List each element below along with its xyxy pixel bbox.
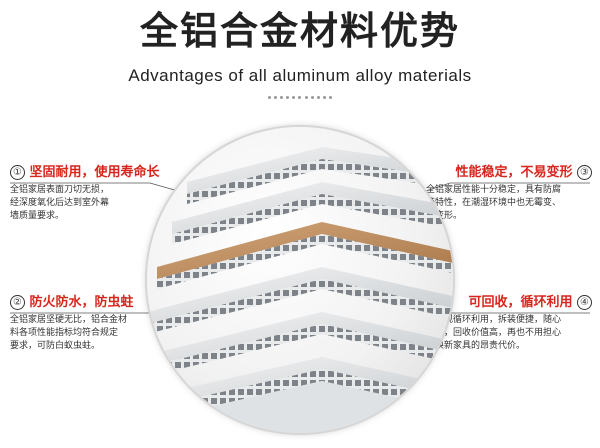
- feature-number: ③: [577, 165, 592, 180]
- title-divider: [268, 94, 332, 100]
- feature-number: ④: [577, 295, 592, 310]
- feature-number: ①: [10, 165, 25, 180]
- feature-line: 可实现循环利用，拆装便捷，随心: [426, 315, 562, 325]
- feature-line: 更换新家具的昂贵代价。: [426, 341, 526, 351]
- feature-durable: ① 坚固耐用，使用寿命长 全铝家居表面刀切无损， 经深度氧化后达到室外幕 墙质量…: [10, 164, 170, 223]
- feature-line: 全铝家居表面刀切无损，: [10, 185, 110, 195]
- feature-line: 等特性，在潮湿环境中也无霉变、: [426, 198, 562, 208]
- aluminum-panels-illustration: [147, 147, 453, 433]
- feature-line: 经深度氧化后达到室外幕: [10, 198, 110, 208]
- feature-line: 不变形。: [426, 211, 463, 221]
- feature-title: 可回收，循环利用: [468, 295, 573, 310]
- feature-line: 要求，可防白蚁虫蛀。: [10, 341, 101, 351]
- aluminum-panels-image: [147, 127, 453, 433]
- feature-stable: 性能稳定，不易变形 ③ 全铝家居性能十分稳定，具有防腐 等特性，在潮湿环境中也无…: [426, 164, 592, 223]
- page-subtitle: Advantages of all aluminum alloy materia…: [128, 66, 472, 85]
- feature-line: 全铝家居坚硬无比，铝合金材: [10, 315, 128, 325]
- feature-title: 防火防水，防虫蛀: [29, 295, 134, 310]
- feature-recyclable: 可回收，循环利用 ④ 可实现循环利用，拆装便捷，随心 带走，回收价值高，再也不用…: [426, 294, 592, 353]
- feature-title: 坚固耐用，使用寿命长: [29, 165, 160, 180]
- page-title: 全铝合金材料优势: [139, 9, 460, 53]
- feature-line: 墙质量要求。: [10, 211, 65, 221]
- panel-stack: [147, 147, 453, 433]
- feature-line: 全铝家居性能十分稳定，具有防腐: [426, 185, 562, 195]
- feature-fireproof: ② 防火防水，防虫蛀 全铝家居坚硬无比，铝合金材 料各项性能指标均符合规定 要求…: [10, 294, 170, 353]
- feature-number: ②: [10, 295, 25, 310]
- feature-line: 料各项性能指标均符合规定: [10, 328, 119, 338]
- feature-line: 带走，回收价值高，再也不用担心: [426, 328, 562, 338]
- feature-title: 性能稳定，不易变形: [455, 165, 573, 180]
